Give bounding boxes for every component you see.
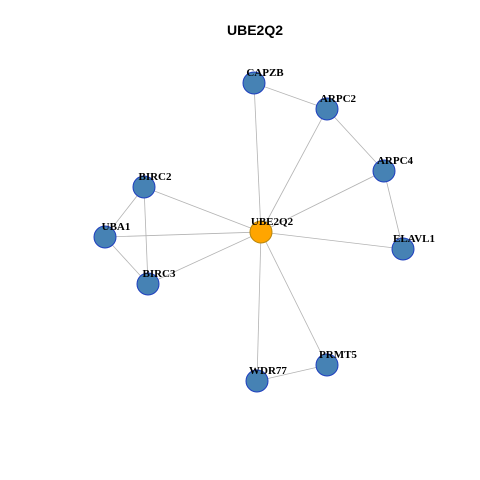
node-arpc2[interactable]: ARPC2 <box>315 93 357 121</box>
edge-ube2q2-prmt5 <box>260 231 328 366</box>
diagram-title: UBE2Q2 <box>227 22 283 38</box>
node-circle-birc3[interactable] <box>136 272 160 296</box>
edge-prmt5-wdr77 <box>256 364 328 382</box>
node-circle-capzb[interactable] <box>242 71 266 95</box>
node-capzb[interactable]: CAPZB <box>242 67 284 95</box>
node-wdr77[interactable]: WDR77 <box>245 365 287 393</box>
edge-ube2q2-elavl1 <box>260 231 404 250</box>
node-label-birc2: BIRC2 <box>138 171 172 183</box>
edge-ube2q2-arpc4 <box>260 170 385 233</box>
node-ube2q2[interactable]: UBE2Q2 <box>249 216 294 244</box>
node-circle-arpc2[interactable] <box>315 97 339 121</box>
edge-ube2q2-arpc2 <box>260 108 328 233</box>
node-label-arpc2: ARPC2 <box>320 93 357 105</box>
node-birc2[interactable]: BIRC2 <box>132 171 172 199</box>
edge-ube2q2-wdr77 <box>256 231 262 382</box>
edge-ube2q2-uba1 <box>104 231 262 238</box>
edge-ube2q2-birc2 <box>143 186 262 233</box>
node-label-elavl1: ELAVL1 <box>393 233 435 245</box>
node-label-prmt5: PRMT5 <box>319 349 357 361</box>
node-prmt5[interactable]: PRMT5 <box>315 349 357 377</box>
node-label-capzb: CAPZB <box>246 67 284 79</box>
edge-capzb-arpc2 <box>253 82 328 110</box>
node-birc3[interactable]: BIRC3 <box>136 268 176 296</box>
node-circle-uba1[interactable] <box>93 225 117 249</box>
node-elavl1[interactable]: ELAVL1 <box>391 233 435 261</box>
edge-ube2q2-birc3 <box>147 231 262 285</box>
node-label-arpc4: ARPC4 <box>377 155 414 167</box>
node-arpc4[interactable]: ARPC4 <box>372 155 414 183</box>
node-label-uba1: UBA1 <box>102 221 131 233</box>
edge-arpc2-arpc4 <box>326 108 385 172</box>
node-circle-elavl1[interactable] <box>391 237 415 261</box>
node-uba1[interactable]: UBA1 <box>93 221 131 249</box>
edge-birc2-birc3 <box>143 186 149 285</box>
node-label-wdr77: WDR77 <box>249 365 287 377</box>
edge-arpc4-elavl1 <box>383 170 404 250</box>
node-circle-arpc4[interactable] <box>372 159 396 183</box>
node-circle-ube2q2[interactable] <box>249 220 273 244</box>
edge-ube2q2-capzb <box>253 82 262 233</box>
node-circle-wdr77[interactable] <box>245 369 269 393</box>
node-label-ube2q2: UBE2Q2 <box>251 216 294 228</box>
node-circle-birc2[interactable] <box>132 175 156 199</box>
node-label-birc3: BIRC3 <box>142 268 176 280</box>
node-circle-prmt5[interactable] <box>315 353 339 377</box>
